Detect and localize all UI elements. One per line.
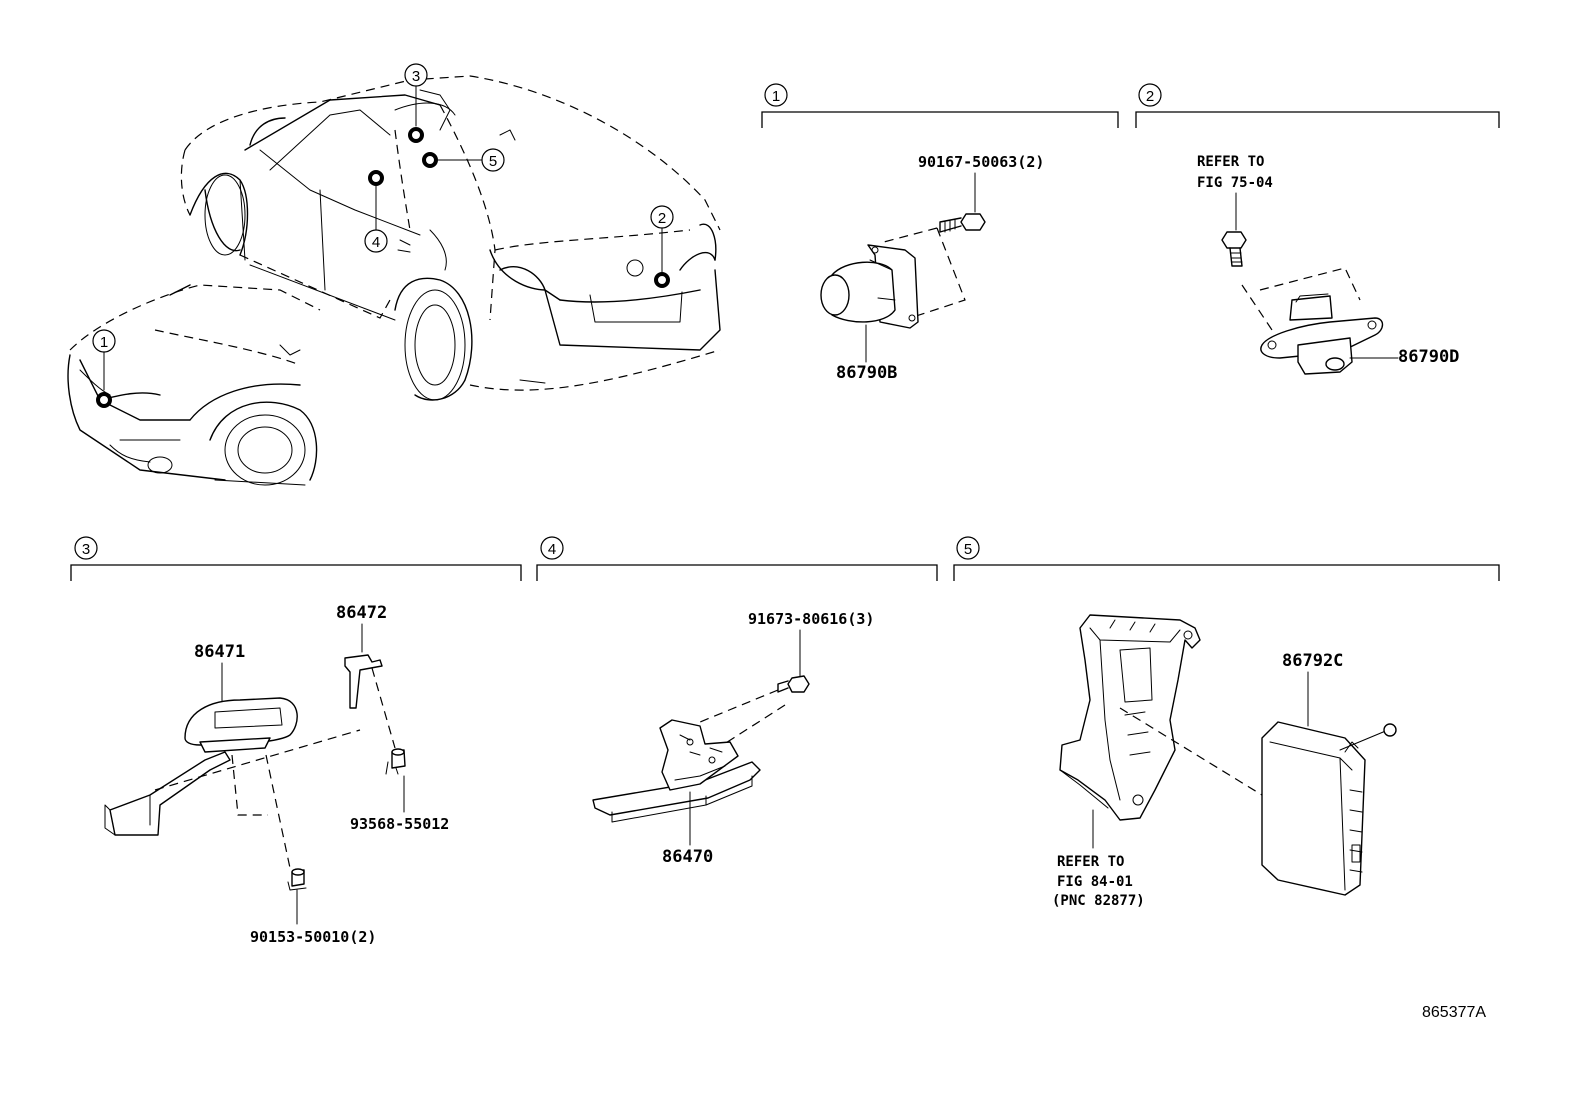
callout-5-label: 5: [489, 153, 497, 170]
callout-4-circle: [364, 229, 388, 253]
vehicle-illustration-rear: [180, 75, 721, 401]
vehicle-illustration-front: [67, 284, 321, 486]
switch-bracket-icon: [104, 751, 231, 836]
refer-to-label: REFER TO: [1197, 154, 1264, 170]
part-number-86470: 86470: [662, 847, 713, 867]
refer-pnc-label: (PNC 82877): [1052, 893, 1145, 909]
screw-icon: [287, 868, 307, 891]
callout-5-circle: [481, 148, 505, 172]
section-4-switch-assembly: 91673-80616(3) 86470: [592, 610, 874, 867]
refer-to-label: REFER TO: [1057, 854, 1124, 870]
screw-icon: [385, 748, 406, 775]
section-3-switch-assembly: 86471 86472 93568-55012: [104, 603, 449, 946]
section-header-1: 1: [761, 83, 1119, 128]
part-number-90167-50063: 90167-50063(2): [918, 153, 1044, 171]
location-callouts: 1 2 3 4 5: [92, 63, 674, 408]
figure-id: 865377A: [1422, 1004, 1486, 1021]
section-5-ecu-assembly: REFER TO FIG 84-01 (PNC 82877) 86792C: [1052, 614, 1397, 909]
location-marker-3: [408, 127, 424, 143]
part-number-86471: 86471: [194, 642, 245, 662]
svg-text:1: 1: [772, 88, 780, 105]
section-header-3: 3: [70, 536, 522, 581]
section-header-4: 4: [536, 536, 938, 581]
callout-4-label: 4: [372, 234, 380, 251]
part-number-93568-55012: 93568-55012: [350, 815, 449, 833]
location-marker-1: [96, 392, 112, 408]
location-marker-4: [368, 170, 384, 186]
ecu-module-icon: [1261, 721, 1397, 896]
part-number-86472: 86472: [336, 603, 387, 623]
ecu-bracket-icon: [1059, 614, 1201, 821]
switch-body-icon: [184, 697, 298, 753]
bolt-icon: [777, 675, 810, 693]
section-header-2: 2: [1135, 83, 1500, 128]
svg-text:2: 2: [1146, 88, 1154, 105]
section-1-front-camera: 90167-50063(2) 86790B: [820, 153, 1044, 383]
bolt-icon: [939, 213, 986, 233]
rear-camera-icon: [1260, 293, 1384, 375]
svg-text:5: 5: [964, 541, 972, 558]
callout-1-label: 1: [100, 334, 108, 351]
callout-3-label: 3: [412, 68, 420, 85]
bolt-icon: [1221, 231, 1247, 267]
switch-panel-icon: [592, 719, 761, 823]
part-number-86790D: 86790D: [1398, 347, 1459, 367]
svg-text:3: 3: [82, 541, 90, 558]
section-header-5: 5: [953, 536, 1500, 581]
callout-3-circle: [404, 63, 428, 87]
refer-fig-label: FIG 84-01: [1057, 874, 1133, 890]
front-camera-icon: [820, 244, 919, 329]
part-number-86792C: 86792C: [1282, 651, 1343, 671]
callout-2-circle: [650, 205, 674, 229]
svg-text:4: 4: [548, 541, 556, 558]
part-number-86790B: 86790B: [836, 363, 897, 383]
part-number-90153-50010: 90153-50010(2): [250, 928, 376, 946]
callout-1-circle: [92, 329, 116, 353]
part-number-91673-80616: 91673-80616(3): [748, 610, 874, 628]
refer-fig-label: FIG 75-04: [1197, 175, 1273, 191]
location-marker-2: [654, 272, 670, 288]
section-2-rear-camera: REFER TO FIG 75-04 86790D: [1197, 154, 1459, 375]
callout-2-label: 2: [658, 210, 666, 227]
location-marker-5: [422, 152, 438, 168]
bracket-86472-icon: [344, 654, 383, 709]
